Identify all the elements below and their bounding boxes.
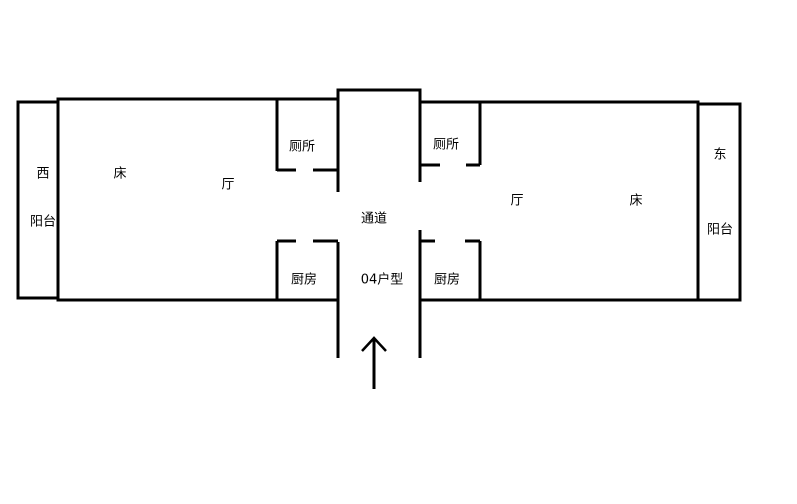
unit-type-label: 04户型 [360,272,404,288]
east-balcony-label: 阳台 [706,222,734,238]
east-hall-label: 厅 [510,193,524,209]
east-bed-label: 床 [629,193,643,209]
west-label: 西 [36,166,50,182]
east-label: 东 [713,147,727,163]
east-kitchen-label: 厨房 [433,272,461,288]
west-kitchen-label: 厨房 [290,272,318,288]
east-toilet-label: 厕所 [432,137,460,153]
corridor-label: 通道 [360,211,388,227]
west-balcony-wall [16,100,60,300]
west-bed-label: 床 [113,166,127,182]
west-balcony-label: 阳台 [29,214,57,230]
east-balcony-wall [696,102,742,302]
corridor-top-wall [336,88,422,192]
west-unit-wall [56,97,338,302]
west-toilet-label: 厕所 [288,139,316,155]
entrance-arrow-icon [361,336,387,389]
west-hall-label: 厅 [221,177,235,193]
east-unit-wall [420,100,700,302]
